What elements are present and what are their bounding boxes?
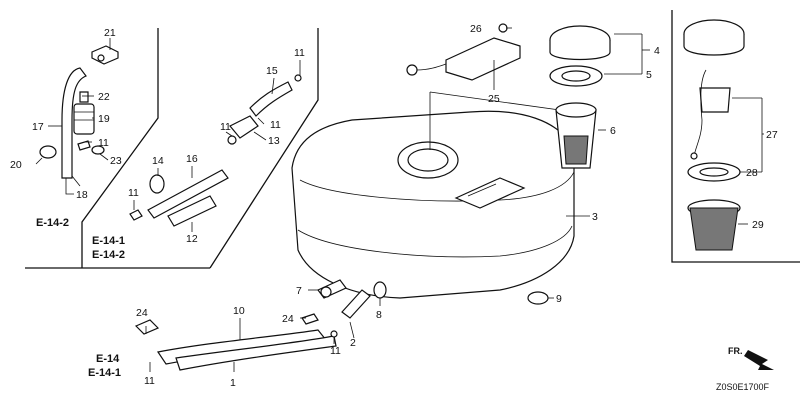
callout-12: 12 <box>186 233 198 245</box>
fuel-line-assembly <box>39 45 119 195</box>
callout-9: 9 <box>556 293 562 305</box>
callout-11-a: 11 <box>294 47 305 59</box>
callout-11-d: 11 <box>98 137 109 149</box>
reference-e-14-bottom: E-14 <box>96 353 120 365</box>
callout-8: 8 <box>376 309 382 321</box>
callout-26: 26 <box>470 23 482 35</box>
lower-fittings <box>134 279 549 371</box>
breather-hose-parts <box>129 74 302 227</box>
callout-4: 4 <box>654 45 660 57</box>
reference-e-14-1-mid: E-14-1 <box>92 235 125 247</box>
callout-15: 15 <box>266 65 278 77</box>
callout-5: 5 <box>646 69 652 81</box>
fuel-tank <box>291 91 590 299</box>
callout-23: 23 <box>110 155 122 167</box>
drawing-code: Z0S0E1700F <box>716 382 770 392</box>
callout-25: 25 <box>488 93 500 105</box>
callout-3: 3 <box>592 211 598 223</box>
callout-24-b: 24 <box>282 313 294 325</box>
fuel-cap-parts <box>406 23 611 169</box>
callout-numbers: 1 2 3 4 5 6 7 8 9 10 11 11 11 11 11 11 1… <box>10 23 778 389</box>
callout-7: 7 <box>296 285 302 297</box>
inset-frame-lines <box>25 10 800 269</box>
callout-13: 13 <box>268 135 280 147</box>
callout-11-c: 11 <box>270 119 281 131</box>
reference-e-14-2-top: E-14-2 <box>36 217 69 229</box>
callout-22: 22 <box>98 91 110 103</box>
alternate-cap-parts <box>683 19 745 251</box>
callout-19: 19 <box>98 113 110 125</box>
callout-16: 16 <box>186 153 198 165</box>
callout-21: 21 <box>104 27 116 39</box>
callout-11-f: 11 <box>330 345 341 357</box>
callout-17: 17 <box>32 121 44 133</box>
callout-18: 18 <box>76 189 88 201</box>
callout-14: 14 <box>152 155 164 167</box>
callout-20: 20 <box>10 159 22 171</box>
callout-11-e: 11 <box>128 187 139 199</box>
section-references: E-14-2 E-14-1 E-14-2 E-14 E-14-1 <box>36 217 125 379</box>
callout-27: 27 <box>766 129 778 141</box>
callout-11-b: 11 <box>220 121 231 133</box>
callout-29: 29 <box>752 219 764 231</box>
reference-e-14-2-mid: E-14-2 <box>92 249 125 261</box>
callout-1: 1 <box>230 377 236 389</box>
front-direction-indicator: FR. <box>728 346 774 370</box>
leader-lines <box>35 27 764 372</box>
callout-28: 28 <box>746 167 758 179</box>
direction-arrow-icon <box>744 350 774 370</box>
callout-24-a: 24 <box>136 307 148 319</box>
callout-6: 6 <box>610 125 616 137</box>
callout-2: 2 <box>350 337 356 349</box>
callout-11-g: 11 <box>144 375 155 387</box>
reference-e-14-1-bottom: E-14-1 <box>88 367 121 379</box>
callout-10: 10 <box>233 305 245 317</box>
direction-label: FR. <box>728 346 743 356</box>
